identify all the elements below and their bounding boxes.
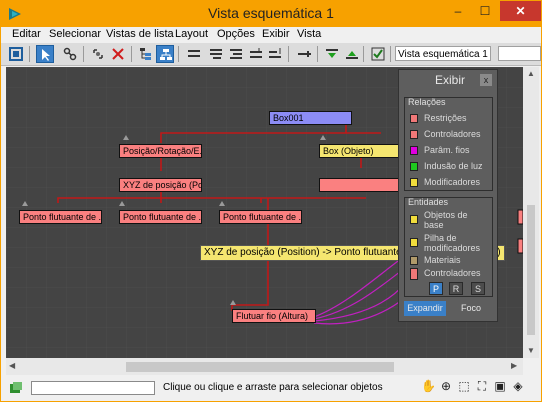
menu-bar: Editar Selecionar Vistas de lista Layout… xyxy=(1,27,541,43)
delete-objects-icon[interactable] xyxy=(109,45,127,63)
expand-selected-icon[interactable] xyxy=(295,45,313,63)
view-name-field[interactable]: Vista esquemática 1 xyxy=(395,46,491,61)
node-collapse-marker[interactable] xyxy=(119,201,125,206)
zoom-extents-selected-icon[interactable]: ▣ xyxy=(494,379,506,393)
zoom-region-icon[interactable]: ⬚ xyxy=(458,379,470,393)
arrange-children-icon[interactable] xyxy=(207,45,225,63)
menu-vista[interactable]: Vista xyxy=(297,28,322,40)
horizontal-scroll-thumb[interactable] xyxy=(126,362,394,372)
menu-layout[interactable]: Layout xyxy=(175,28,209,40)
focus-button[interactable]: Foco xyxy=(460,303,481,313)
relations-title: Relações xyxy=(408,97,446,107)
toggle-swatch[interactable] xyxy=(410,215,418,224)
expand-button[interactable]: Expandir xyxy=(404,301,446,316)
node-box-object[interactable]: Box (Objeto) xyxy=(319,144,399,158)
panel-close-button[interactable]: x xyxy=(480,74,492,86)
node-collapse-marker[interactable] xyxy=(123,135,129,140)
script-listener-icon[interactable] xyxy=(9,381,23,395)
toggle-swatch[interactable] xyxy=(410,162,418,171)
free-all-icon[interactable] xyxy=(247,45,265,63)
toggle-swatch[interactable] xyxy=(410,130,418,139)
node-collapse-marker[interactable] xyxy=(219,201,225,206)
toggle-swatch[interactable] xyxy=(410,268,418,280)
toggle-swatch[interactable] xyxy=(410,256,418,265)
move-children-up-icon[interactable] xyxy=(343,45,361,63)
toggle-swatch[interactable] xyxy=(410,146,418,155)
menu-opcoes[interactable]: Opções xyxy=(217,28,255,40)
title-bar[interactable]: Vista esquemática 1 – ☐ ✕ xyxy=(1,1,541,27)
panel-title: Exibir xyxy=(435,73,466,87)
toggle-swatch[interactable] xyxy=(410,238,418,247)
node-bezier-float-1[interactable]: Ponto flutuante de ... xyxy=(19,210,102,224)
vertical-scrollbar[interactable]: ▲ ▼ xyxy=(523,67,539,358)
always-arrange-icon[interactable] xyxy=(185,45,203,63)
scale-toggle[interactable]: S xyxy=(471,282,485,295)
app-icon xyxy=(9,8,21,20)
menu-vistas-de-lista[interactable]: Vistas de lista xyxy=(106,28,174,40)
free-selected-icon[interactable] xyxy=(266,45,284,63)
menu-editar[interactable]: Editar xyxy=(12,28,41,40)
node-bezier-float-2[interactable]: Ponto flutuante de ... xyxy=(119,210,202,224)
move-children-down-icon[interactable] xyxy=(323,45,341,63)
node-bezier-float-3[interactable]: Ponto flutuante de ... xyxy=(219,210,302,224)
unlink-selected-icon[interactable] xyxy=(89,45,107,63)
status-bar: Clique ou clique e arraste para selecion… xyxy=(1,376,541,401)
toggle-swatch[interactable] xyxy=(410,114,418,123)
connect-icon[interactable] xyxy=(61,45,79,63)
node-collapse-marker[interactable] xyxy=(230,300,236,305)
node-collapse-marker[interactable] xyxy=(22,201,28,206)
display-floater-panel: Exibir x Relações Restrições Controlador… xyxy=(398,69,498,322)
scroll-right-icon[interactable]: ▶ xyxy=(511,361,518,370)
search-field[interactable] xyxy=(498,46,541,61)
close-button[interactable]: ✕ xyxy=(500,1,541,21)
toggle-swatch[interactable] xyxy=(410,178,418,187)
entities-title: Entidades xyxy=(408,197,449,207)
menu-selecionar[interactable]: Selecionar xyxy=(49,28,101,40)
display-floater-icon[interactable] xyxy=(7,45,25,63)
node-collapse-marker[interactable] xyxy=(320,135,326,140)
minimize-button[interactable]: – xyxy=(454,4,462,18)
node-position-rotation-scale[interactable]: Posição/Rotação/E... xyxy=(119,144,202,158)
rotation-toggle[interactable]: R xyxy=(449,282,463,295)
scroll-left-icon[interactable]: ◀ xyxy=(9,361,16,370)
node-box001[interactable]: Box001 xyxy=(269,111,352,125)
menu-exibir[interactable]: Exibir xyxy=(262,28,290,40)
relations-group: Relações Restrições Controladores Parâm.… xyxy=(404,97,493,191)
node-float-wire-height[interactable]: Flutuar fio (Altura) xyxy=(232,309,316,323)
command-input[interactable] xyxy=(31,381,155,395)
sync-selection-icon[interactable] xyxy=(369,45,387,63)
zoom-icon[interactable]: ⊕ xyxy=(440,379,452,393)
pan-hand-icon[interactable]: ✋ xyxy=(421,379,436,393)
status-prompt: Clique ou clique e arraste para selecion… xyxy=(163,382,383,393)
maximize-button[interactable]: ☐ xyxy=(479,4,491,18)
scroll-up-icon[interactable]: ▲ xyxy=(527,69,535,78)
vertical-scroll-thumb[interactable] xyxy=(527,205,535,335)
window-title: Vista esquemática 1 xyxy=(208,5,334,21)
node-modifier-stack[interactable] xyxy=(319,178,399,192)
pan-to-selected-icon[interactable]: ◈ xyxy=(513,379,523,393)
select-cursor-icon[interactable] xyxy=(36,45,54,63)
entities-group: Entidades Objetos de base Pilha de modif… xyxy=(404,197,493,297)
arrange-selected-icon[interactable] xyxy=(227,45,245,63)
hierarchy-mode-icon[interactable] xyxy=(137,45,155,63)
references-mode-icon[interactable] xyxy=(156,45,174,63)
horizontal-scrollbar[interactable]: ◀ ▶ xyxy=(6,358,523,375)
scroll-down-icon[interactable]: ▼ xyxy=(527,346,535,355)
zoom-extents-icon[interactable]: ⛶ xyxy=(477,379,487,393)
position-toggle[interactable]: P xyxy=(429,282,443,295)
node-xyz-position[interactable]: XYZ de posição (Po... xyxy=(119,178,202,192)
